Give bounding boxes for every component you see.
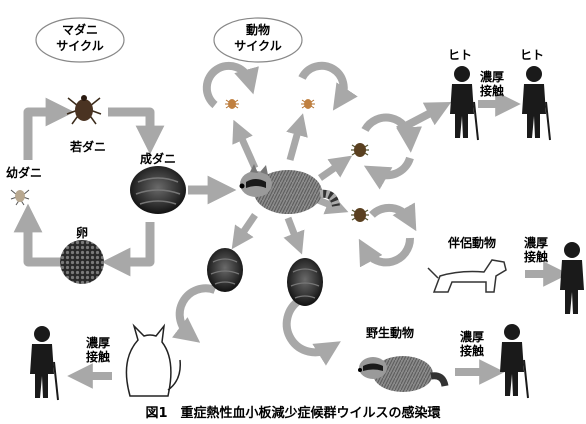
animal-cycle-label: 動物 サイクル: [214, 22, 302, 54]
tick-cycle-line2: サイクル: [56, 39, 104, 53]
human-icon: [560, 242, 584, 314]
close-contact-mid-line1: 濃厚: [523, 236, 548, 250]
wild-animal-label: 野生動物: [366, 326, 415, 340]
close-contact-mid-line2: 接触: [523, 250, 548, 264]
close-contact-bottom-right-line1: 濃厚: [459, 330, 484, 344]
close-contact-bottom-left-line2: 接触: [85, 350, 110, 364]
small-tick-icon: [225, 99, 239, 109]
nymph-label: 若ダニ: [70, 140, 107, 154]
elderly-human-icon: [522, 66, 551, 141]
human-label-top-left: ヒト: [448, 48, 473, 62]
close-contact-top-label: 濃厚 接触: [474, 70, 510, 98]
animal-cycle-line1: 動物: [245, 23, 270, 37]
close-contact-bottom-right-line2: 接触: [459, 344, 484, 358]
human-label-top-right: ヒト: [520, 48, 545, 62]
adult-label: 成ダニ: [140, 152, 177, 166]
wild-raccoon-icon: [358, 356, 449, 392]
small-tick-icon: [351, 143, 369, 157]
small-tick-icon: [351, 208, 369, 222]
egg-label: 卵: [76, 226, 89, 240]
elderly-human-icon: [30, 326, 59, 401]
nymph-tick-icon: [66, 95, 102, 125]
close-contact-bottom-right-label: 濃厚 接触: [454, 330, 490, 358]
elderly-human-icon: [500, 324, 529, 399]
tick-eggs-icon: [60, 240, 104, 284]
animal-cycle-line2: サイクル: [234, 39, 282, 53]
close-contact-top-line2: 接触: [479, 84, 504, 98]
tick-cycle-arrows: [13, 97, 165, 277]
contact-arrows: [67, 91, 569, 389]
larva-label: 幼ダニ: [6, 166, 43, 180]
small-tick-icon: [301, 99, 315, 109]
loop-arrows: [172, 61, 422, 366]
engorged-tick-icon: [207, 248, 243, 292]
close-contact-top-line1: 濃厚: [479, 70, 504, 84]
close-contact-mid-label: 濃厚 接触: [518, 236, 554, 264]
engorged-tick-icon: [287, 258, 323, 306]
larva-tick-icon: [10, 189, 30, 206]
tick-cycle-line1: マダニ: [61, 23, 98, 37]
close-contact-bottom-left-label: 濃厚 接触: [80, 336, 116, 364]
cat-icon: [125, 323, 181, 397]
companion-animal-label: 伴侶動物: [448, 236, 497, 250]
close-contact-bottom-left-line1: 濃厚: [85, 336, 110, 350]
tick-cycle-label: マダニ サイクル: [36, 22, 124, 54]
figure-caption: 図1 重症熱性血小板減少症候群ウイルスの感染環: [145, 406, 441, 421]
raccoon-center-icon: [239, 164, 340, 214]
tick-cycle-bubble: [35, 17, 125, 63]
raccoon-radiating-arrows: [231, 113, 353, 255]
dog-icon: [427, 259, 507, 293]
elderly-human-icon: [450, 66, 479, 141]
adult-tick-icon: [130, 166, 186, 214]
animal-cycle-bubble: [213, 17, 303, 63]
